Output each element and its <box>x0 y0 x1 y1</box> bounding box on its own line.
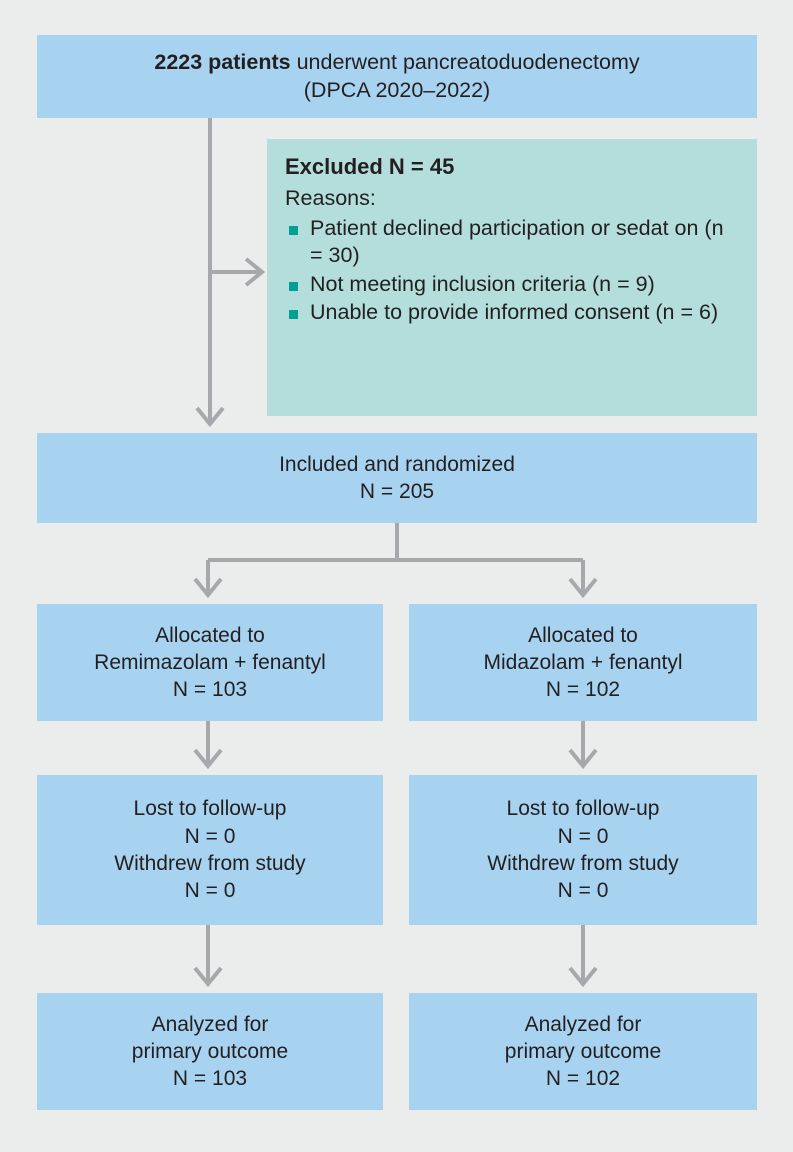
node-allocation-left: Allocated to Remimazolam + fenantyl N = … <box>37 604 383 721</box>
excluded-reasons-label: Reasons: <box>285 185 376 210</box>
screened-description: underwent pancreatoduodenectomy <box>290 49 640 74</box>
arrowhead-to-followup-right <box>568 748 598 770</box>
arrowhead-to-excluded <box>244 257 266 287</box>
screened-count: 2223 patients <box>154 49 291 74</box>
followup-left-line-2: N = 0 <box>184 824 236 848</box>
alloc-right-line-1: Allocated to <box>528 623 638 647</box>
arrowhead-to-alloc-left <box>193 577 223 599</box>
alloc-left-line-2: Remimazolam + fenantyl <box>94 650 326 674</box>
analyzed-right-line-1: Analyzed for <box>524 1012 642 1036</box>
node-included-randomized: Included and randomized N = 205 <box>37 433 757 523</box>
followup-left-line-1: Lost to follow-up <box>133 797 287 821</box>
arrowhead-to-analyzed-left <box>193 966 223 988</box>
followup-right-line-3: Withdrew from study <box>487 852 679 875</box>
alloc-left-line-3: N = 103 <box>172 678 248 702</box>
list-item: Patient declined participation or sedat … <box>285 215 741 270</box>
analyzed-left-line-3: N = 103 <box>172 1067 248 1091</box>
screened-line-1: 2223 patients underwent pancreatoduodene… <box>154 49 639 77</box>
alloc-left-line-1: Allocated to <box>155 623 265 647</box>
followup-right-line-1: Lost to follow-up <box>506 797 660 821</box>
randomized-line-1: Included and randomized <box>279 452 515 476</box>
alloc-right-line-2: Midazolam + fenantyl <box>483 650 683 674</box>
list-item: Unable to provide informed consent (n = … <box>285 299 741 327</box>
node-analyzed-left: Analyzed for primary outcome N = 103 <box>37 993 383 1110</box>
randomized-line-2: N = 205 <box>359 480 435 503</box>
node-screened-patients: 2223 patients underwent pancreatoduodene… <box>37 35 757 118</box>
list-item: Not meeting inclusion criteria (n = 9) <box>285 271 741 299</box>
node-analyzed-right: Analyzed for primary outcome N = 102 <box>409 993 757 1110</box>
node-followup-right: Lost to follow-up N = 0 Withdrew from st… <box>409 775 757 925</box>
excluded-reasons-list: Patient declined participation or sedat … <box>285 215 741 328</box>
excluded-header: Excluded N = 45 <box>285 154 455 179</box>
alloc-right-line-3: N = 102 <box>545 678 621 702</box>
arrowhead-to-alloc-right <box>568 577 598 599</box>
screened-line-2: (DPCA 2020–2022) <box>303 77 491 102</box>
followup-left-line-4: N = 0 <box>184 879 236 903</box>
analyzed-left-line-2: primary outcome <box>131 1039 289 1063</box>
arrowhead-to-followup-left <box>193 748 223 770</box>
node-followup-left: Lost to follow-up N = 0 Withdrew from st… <box>37 775 383 925</box>
node-allocation-right: Allocated to Midazolam + fenantyl N = 10… <box>409 604 757 721</box>
analyzed-right-line-2: primary outcome <box>504 1039 662 1063</box>
arrowhead-to-randomized <box>195 406 225 428</box>
node-excluded: Excluded N = 45 Reasons: Patient decline… <box>267 139 757 416</box>
followup-right-line-2: N = 0 <box>557 824 609 848</box>
analyzed-right-line-3: N = 102 <box>545 1067 621 1091</box>
followup-right-line-4: N = 0 <box>557 879 609 903</box>
arrowhead-to-analyzed-right <box>568 966 598 988</box>
followup-left-line-3: Withdrew from study <box>114 852 306 875</box>
analyzed-left-line-1: Analyzed for <box>151 1012 269 1036</box>
